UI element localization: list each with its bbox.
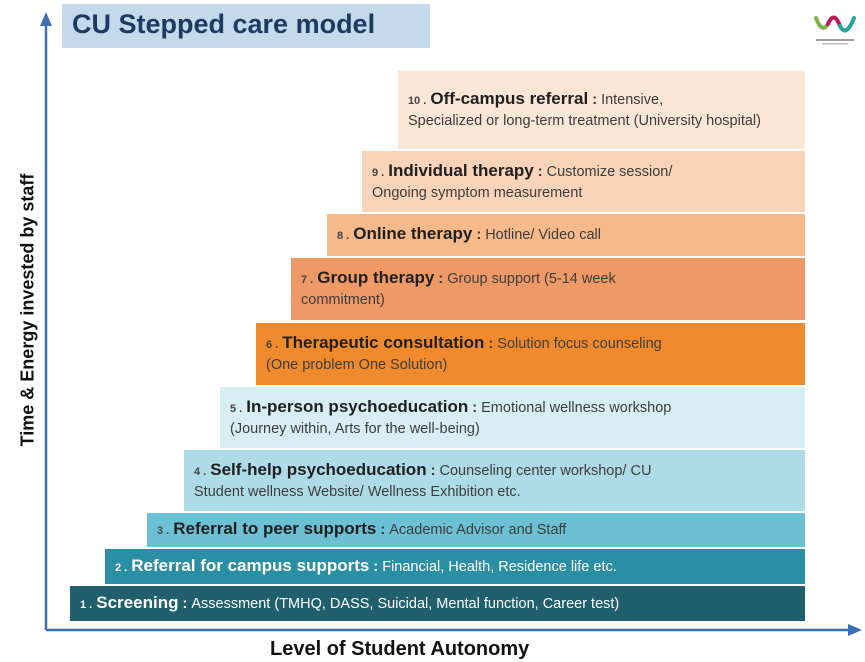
step-number: 10 . <box>408 95 427 107</box>
step-description: Assessment (TMHQ, DASS, Suicidal, Mental… <box>191 595 620 612</box>
step-line: 2 . Referral for campus supports : Finan… <box>115 556 795 578</box>
step-description: Customize session/ <box>546 163 673 180</box>
step-separator: : <box>533 163 547 180</box>
step-separator: : <box>376 522 390 538</box>
step-2: 2 . Referral for campus supports : Finan… <box>105 549 805 584</box>
page-title: CU Stepped care model <box>72 9 376 39</box>
step-separator: : <box>369 558 383 575</box>
step-line: 8 . Online therapy : Hotline/ Video call <box>337 224 795 246</box>
step-name: In-person psychoeducation <box>246 396 469 416</box>
step-8: 8 . Online therapy : Hotline/ Video call <box>327 214 805 256</box>
step-line: 9 . Individual therapy : Customize sessi… <box>372 161 795 183</box>
step-number: 7 . <box>301 274 314 286</box>
step-name: Screening <box>96 592 179 612</box>
step-name: Therapeutic consultation <box>282 333 485 352</box>
step-separator: : <box>468 399 482 416</box>
step-1: 1 . Screening : Assessment (TMHQ, DASS, … <box>70 586 805 621</box>
y-axis-label: Time & Energy invested by staff <box>17 173 38 447</box>
step-description: Group support (5-14 week <box>447 271 616 287</box>
step-number: 2 . <box>115 561 128 574</box>
x-axis-arrow <box>848 624 862 636</box>
step-4: 4 . Self-help psychoeducation : Counseli… <box>184 450 805 511</box>
step-5: 5 . In-person psychoeducation : Emotiona… <box>220 387 805 448</box>
step-9: 9 . Individual therapy : Customize sessi… <box>362 151 805 212</box>
step-6: 6 . Therapeutic consultation : Solution … <box>256 323 805 385</box>
step-separator: : <box>178 595 192 612</box>
step-description: Counseling center workshop/ CU <box>439 462 652 479</box>
step-name: Referral for campus supports <box>131 555 370 575</box>
step-line: 7 . Group therapy : Group support (5-14 … <box>301 268 795 290</box>
step-line: 1 . Screening : Assessment (TMHQ, DASS, … <box>80 593 795 615</box>
step-name: Individual therapy <box>388 160 534 180</box>
step-description: Emotional wellness workshop <box>481 399 672 416</box>
step-line: 4 . Self-help psychoeducation : Counseli… <box>194 460 795 482</box>
step-description-continued: (Journey within, Arts for the well-being… <box>230 420 480 437</box>
title-banner <box>62 4 430 48</box>
step-description-continued: Ongoing symptom measurement <box>372 184 583 201</box>
step-description: Intensive, <box>601 92 664 108</box>
step-line: 10 . Off-campus referral : Intensive, <box>408 89 795 111</box>
step-separator: : <box>472 227 486 243</box>
step-line: 5 . In-person psychoeducation : Emotiona… <box>230 397 795 419</box>
step-description-continued: Specialized or long-term treatment (Univ… <box>408 113 761 129</box>
step-number: 9 . <box>372 166 385 179</box>
step-number: 4 . <box>194 465 207 478</box>
step-number: 1 . <box>80 598 93 611</box>
step-separator: : <box>434 271 448 287</box>
step-10: 10 . Off-campus referral : Intensive, Spe… <box>398 71 805 149</box>
step-number: 3 . <box>157 525 170 537</box>
step-number: 5 . <box>230 402 243 415</box>
step-line: 3 . Referral to peer supports : Academic… <box>157 519 795 541</box>
step-description: Hotline/ Video call <box>485 227 601 243</box>
step-line: 6 . Therapeutic consultation : Solution … <box>266 333 795 355</box>
step-name: Referral to peer supports <box>173 519 377 538</box>
step-description: Financial, Health, Residence life etc. <box>382 558 617 575</box>
y-axis-arrow <box>40 12 52 26</box>
step-name: Off-campus referral <box>430 89 589 108</box>
university-wellness-logo-icon <box>814 15 856 45</box>
step-name: Self-help psychoeducation <box>210 459 427 479</box>
step-number: 6 . <box>266 339 279 351</box>
step-name: Online therapy <box>353 224 473 243</box>
step-name: Group therapy <box>317 268 435 287</box>
step-3: 3 . Referral to peer supports : Academic… <box>147 513 805 547</box>
step-separator: : <box>484 336 498 352</box>
step-description-continued: Student wellness Website/ Wellness Exhib… <box>194 483 521 500</box>
x-axis-label: Level of Student Autonomy <box>270 638 530 660</box>
step-description-continued: commitment) <box>301 292 385 308</box>
step-7: 7 . Group therapy : Group support (5-14 … <box>291 258 805 320</box>
step-description: Academic Advisor and Staff <box>389 522 567 538</box>
step-description-continued: (One problem One Solution) <box>266 357 448 373</box>
step-separator: : <box>426 462 440 479</box>
step-separator: : <box>588 92 602 108</box>
step-number: 8 . <box>337 230 350 242</box>
step-description: Solution focus counseling <box>497 336 662 352</box>
